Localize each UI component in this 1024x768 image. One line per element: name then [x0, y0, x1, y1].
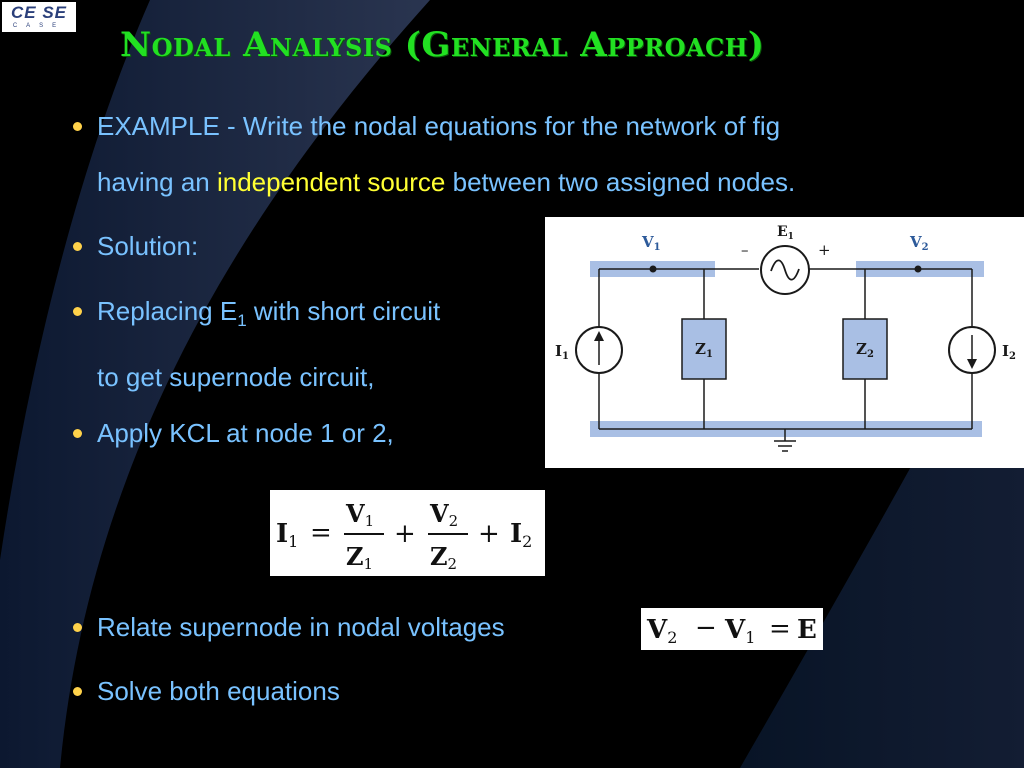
- bullet-dot: [73, 429, 82, 438]
- sine-wave-icon: [770, 259, 800, 281]
- node-dot-v2: [914, 265, 922, 273]
- bullet-apply-kcl-text: Apply KCL at node 1 or 2,: [97, 418, 394, 448]
- highlight-text: independent source: [216, 167, 446, 197]
- arrow-up-icon: [594, 331, 604, 341]
- logo: CE SE CASE: [2, 2, 76, 32]
- text-post: between two assigned nodes.: [445, 167, 796, 197]
- circuit-diagram: V1 V2 E1 – + I1 I2 Z1 Z2: [555, 224, 1016, 452]
- eq2-equals: =: [769, 614, 791, 644]
- label-z1: Z1: [695, 340, 713, 360]
- eq2-e: E: [797, 615, 817, 645]
- bullet-dot: [73, 687, 82, 696]
- bullet-replacing-line2: to get supernode circuit,: [97, 362, 375, 393]
- logo-sub-text: CASE: [12, 23, 66, 29]
- label-e1: E1: [777, 224, 794, 242]
- bullet-solution: Solution:: [73, 218, 199, 274]
- label-z2: Z2: [856, 340, 874, 360]
- label-v1: V1: [641, 233, 661, 253]
- bullet-solve-text: Solve both equations: [97, 676, 340, 706]
- bullet-example-line2: having an independent source between two…: [97, 154, 977, 210]
- node-dot-v1: [649, 265, 657, 273]
- bullet-solution-text: Solution:: [97, 231, 199, 261]
- bullet-dot: [73, 242, 82, 251]
- bullet-replacing-line1: Replacing E1 with short circuit: [97, 283, 537, 349]
- eq1-lhs: I1: [276, 519, 298, 551]
- eq1-f1-den: Z1: [346, 542, 373, 573]
- eq2-v2: V2: [646, 615, 677, 647]
- eq1-plus2: +: [478, 519, 500, 549]
- eq1-f1-num: V1: [345, 499, 374, 530]
- eq1-f2-den: Z2: [430, 542, 457, 573]
- arrow-down-icon: [967, 359, 977, 369]
- eq1-last: I2: [510, 519, 532, 551]
- impedance-z1: [681, 318, 727, 380]
- label-i2: I2: [1002, 342, 1016, 362]
- subscript: 1: [237, 311, 247, 331]
- label-i1: I1: [555, 342, 569, 362]
- bullet-apply-kcl: Apply KCL at node 1 or 2,: [73, 405, 394, 461]
- kcl-equation: I1 = V1 Z1 + V2 Z2 + I2: [270, 490, 545, 576]
- text-pre: Replacing E: [97, 296, 238, 326]
- bullet-example-line1: EXAMPLE - Write the nodal equations for …: [97, 111, 781, 141]
- text-pre: having an: [97, 167, 217, 197]
- eq1-plus1: +: [394, 519, 416, 549]
- bullet-relate-text: Relate supernode in nodal voltages: [97, 612, 505, 642]
- circuit-figure: V1 V2 E1 – + I1 I2 Z1 Z2: [545, 217, 1024, 468]
- bullet-dot: [73, 122, 82, 131]
- bullet-replacing: Replacing E1 with short circuit to get s…: [73, 283, 537, 405]
- bullet-dot: [73, 307, 82, 316]
- impedance-z2: [842, 318, 888, 380]
- label-minus: –: [741, 241, 749, 259]
- supernode-equation-svg: V2 − V1 = E: [646, 613, 817, 647]
- eq2-v1: V1: [724, 615, 755, 647]
- bullet-solve: Solve both equations: [73, 663, 340, 719]
- logo-main-text: CE SE: [10, 3, 68, 22]
- eq1-equals: =: [310, 518, 332, 548]
- eq1-f2-num: V2: [429, 499, 458, 530]
- eq2-minus: −: [695, 613, 717, 643]
- bullet-relate-supernode: Relate supernode in nodal voltages: [73, 599, 505, 655]
- text-post: with short circuit: [246, 296, 441, 326]
- supernode-equation: V2 − V1 = E: [641, 608, 823, 650]
- bullet-example: EXAMPLE - Write the nodal equations for …: [73, 98, 977, 210]
- bullet-dot: [73, 623, 82, 632]
- label-v2: V2: [909, 233, 929, 253]
- kcl-equation-svg: I1 = V1 Z1 + V2 Z2 + I2: [276, 499, 532, 573]
- label-plus: +: [818, 241, 831, 259]
- slide-title: Nodal Analysis (General Approach): [120, 25, 765, 65]
